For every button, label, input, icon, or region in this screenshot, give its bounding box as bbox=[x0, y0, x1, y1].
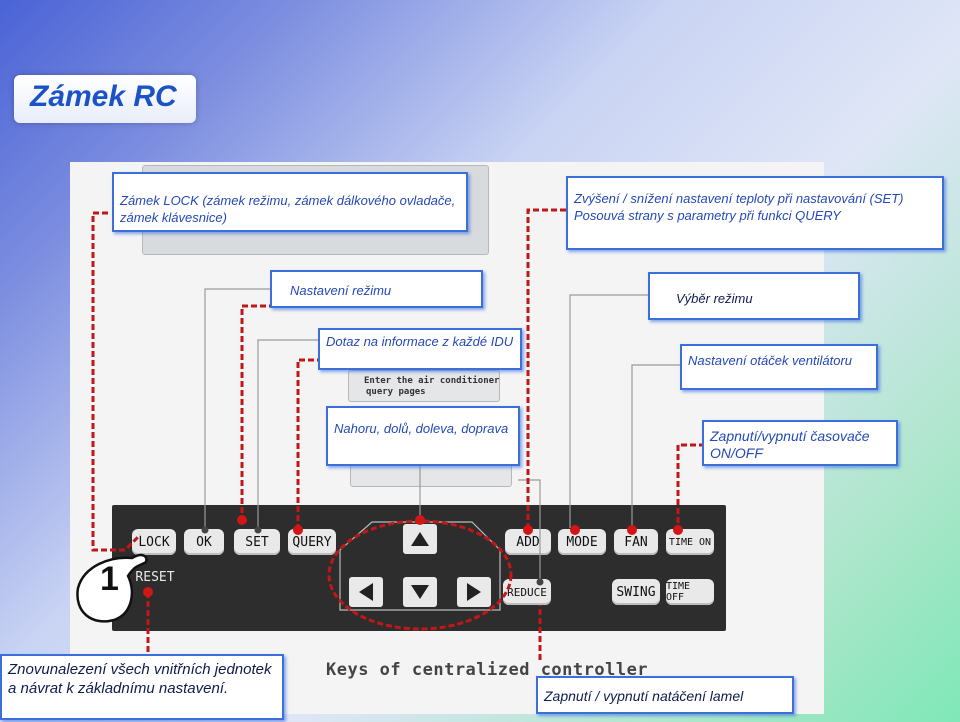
swing-button[interactable]: SWING bbox=[612, 579, 660, 605]
caption: Keys of centralized controller bbox=[326, 660, 649, 680]
callout-temp: Zvýšení / snížení nastavení teploty při … bbox=[566, 176, 944, 250]
fan-button[interactable]: FAN bbox=[614, 529, 658, 555]
query-button[interactable]: QUERY bbox=[288, 529, 336, 555]
time-off-button[interactable]: TIME OFF bbox=[666, 579, 714, 605]
time-on-button[interactable]: TIME ON bbox=[666, 529, 714, 555]
faint-hint-text: query pages bbox=[366, 387, 426, 397]
number-badge bbox=[76, 553, 148, 623]
ok-button[interactable]: OK bbox=[184, 529, 224, 555]
mode-button[interactable]: MODE bbox=[558, 529, 606, 555]
background-box bbox=[348, 370, 500, 402]
title-box bbox=[14, 75, 196, 123]
callout-lock: Zámek LOCK (zámek režimu, zámek dálkovéh… bbox=[112, 172, 468, 232]
set-button[interactable]: SET bbox=[234, 529, 280, 555]
badge-number: 1 bbox=[100, 560, 119, 598]
down-arrow-button[interactable] bbox=[403, 577, 437, 607]
page-title: Zámek RC bbox=[30, 80, 177, 113]
add-button[interactable]: ADD bbox=[505, 529, 551, 555]
callout-arrows: Nahoru, dolů, doleva, doprava bbox=[326, 406, 520, 466]
reduce-button[interactable]: REDUCE bbox=[503, 579, 551, 605]
callout-query: Dotaz na informace z každé IDU bbox=[318, 328, 522, 370]
up-arrow-icon bbox=[411, 532, 429, 546]
callout-mode-set: Nastavení režimu bbox=[270, 270, 483, 308]
right-arrow-button[interactable] bbox=[457, 577, 491, 607]
reset-button[interactable]: RESET bbox=[135, 569, 175, 585]
left-arrow-button[interactable] bbox=[349, 577, 383, 607]
callout-reset: Znovunalezení všech vnitřních jednotek a… bbox=[0, 654, 284, 720]
callout-swing: Zapnutí / vypnutí natáčení lamel bbox=[536, 676, 794, 714]
up-arrow-button[interactable] bbox=[403, 524, 437, 554]
left-arrow-icon bbox=[359, 583, 373, 601]
right-arrow-icon bbox=[467, 583, 481, 601]
faint-hint-text: Enter the air conditioner bbox=[364, 376, 500, 386]
callout-fan: Nastavení otáček ventilátoru bbox=[680, 344, 878, 390]
callout-timer: Zapnutí/vypnutí časovače ON/OFF bbox=[702, 420, 898, 466]
callout-mode-select: Výběr režimu bbox=[648, 272, 860, 320]
down-arrow-icon bbox=[411, 585, 429, 599]
